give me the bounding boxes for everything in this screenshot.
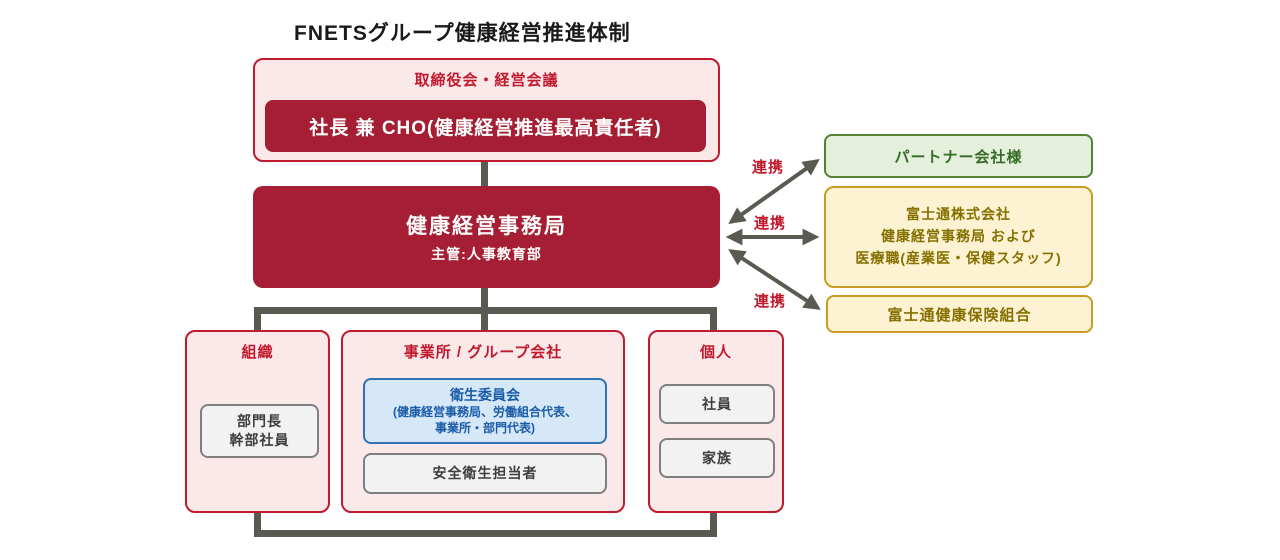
health-insurance-label: 富士通健康保険組合 (887, 306, 1032, 324)
connector-drop-left (254, 307, 261, 332)
board-box: 取締役会・経営会議 社長 兼 CHO(健康経営推進最高責任者) (253, 58, 720, 162)
employee-card: 社員 (659, 384, 775, 424)
fujitsu-office-line3: 医療職(産業医・保健スタッフ) (855, 249, 1062, 266)
hygiene-committee-card: 衛生委員会 (健康経営事務局、労働組合代表、 事業所・部門代表) (363, 378, 607, 444)
link-label-top: 連携 (752, 159, 785, 176)
health-insurance-box: 富士通健康保険組合 (826, 295, 1093, 333)
organization-header: 組織 (241, 344, 274, 361)
ceo-bar: 社長 兼 CHO(健康経営推進最高責任者) (265, 100, 706, 152)
organization-box: 組織 部門長 幹部社員 (185, 330, 330, 513)
safety-officer-card: 安全衛生担当者 (363, 453, 607, 494)
safety-officer-label: 安全衛生担当者 (432, 465, 538, 482)
connector-horizontal-bottom (254, 530, 717, 537)
family-card: 家族 (659, 438, 775, 478)
office-box: 健康経営事務局 主管:人事教育部 (253, 186, 720, 288)
sites-box: 事業所 / グループ会社 衛生委員会 (健康経営事務局、労働組合代表、 事業所・… (341, 330, 625, 513)
connector-top-vertical (481, 158, 488, 188)
link-label-bottom: 連携 (754, 293, 787, 310)
diagram-title: FNETSグループ健康経営推進体制 (294, 22, 631, 45)
sites-header: 事業所 / グループ会社 (403, 344, 563, 361)
board-header: 取締役会・経営会議 (414, 72, 559, 89)
family-label: 家族 (702, 449, 732, 466)
employee-label: 社員 (702, 395, 732, 412)
hygiene-committee-title: 衛生委員会 (450, 387, 520, 404)
office-dept: 主管:人事教育部 (431, 246, 542, 262)
connector-rise-right (710, 510, 717, 537)
organization-card-line2: 幹部社員 (229, 432, 290, 448)
office-name: 健康経営事務局 (406, 215, 567, 238)
hygiene-committee-line1: (健康経営事務局、労働組合代表、 (393, 405, 577, 420)
fujitsu-office-box: 富士通株式会社 健康経営事務局 および 医療職(産業医・保健スタッフ) (824, 186, 1093, 288)
organization-card-line1: 部門長 (237, 413, 282, 430)
organization-card: 部門長 幹部社員 (200, 404, 319, 458)
connector-horizontal-top (254, 307, 717, 314)
connector-rise-left (254, 510, 261, 537)
fujitsu-office-line2: 健康経営事務局 および (881, 228, 1036, 245)
connector-drop-right (710, 307, 717, 332)
partner-company-box: パートナー会社様 (824, 134, 1093, 178)
hygiene-committee-line2: 事業所・部門代表) (435, 421, 535, 435)
fujitsu-office-line1: 富士通株式会社 (906, 206, 1011, 223)
individual-header: 個人 (699, 344, 732, 361)
link-label-middle: 連携 (754, 215, 787, 232)
partner-company-label: パートナー会社様 (894, 148, 1023, 166)
individual-box: 個人 社員 家族 (648, 330, 784, 513)
